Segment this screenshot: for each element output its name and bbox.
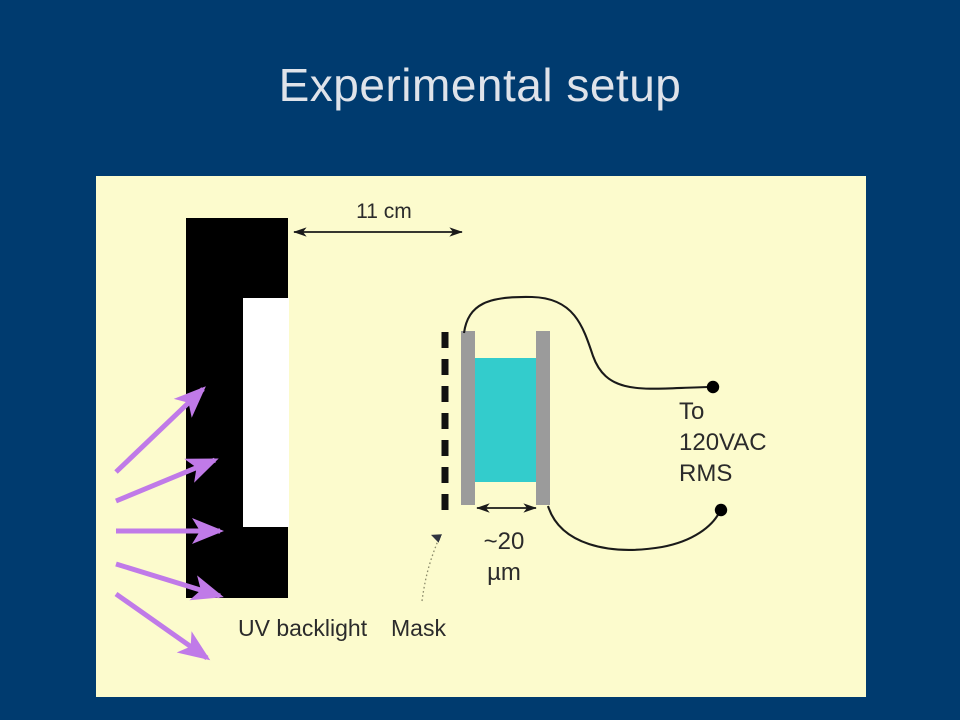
power-wires-group	[462, 295, 728, 551]
mask-leader-group	[421, 534, 442, 602]
power-supply-label-group: To 120VAC RMS	[679, 398, 767, 487]
page-title: Experimental setup	[278, 59, 682, 111]
uv-beam-arrow	[114, 386, 206, 474]
cell-gap-dimension-group: ~20 µm	[476, 503, 537, 586]
supply-label-line-2: 120VAC	[679, 429, 767, 456]
uv-beam-arrows	[114, 386, 225, 661]
liquid-crystal-cell-group	[461, 331, 550, 505]
uv-backlight-label: UV backlight	[238, 615, 368, 641]
uv-beam-arrow	[115, 457, 219, 504]
supply-label-line-1: To	[679, 398, 704, 425]
uv-backlight-slit	[243, 298, 289, 527]
experimental-setup-diagram: 11 cm	[114, 200, 767, 661]
supply-label-line-3: RMS	[679, 460, 732, 487]
cell-gap-unit: µm	[487, 559, 521, 586]
uv-backlight-group	[186, 218, 289, 598]
uv-beam-arrow	[114, 591, 211, 661]
mask-label: Mask	[391, 615, 446, 641]
wire-bottom	[546, 505, 720, 551]
uv-beam-arrow	[115, 561, 224, 601]
distance-label: 11 cm	[356, 200, 412, 223]
cell-electrode-right	[536, 331, 550, 505]
terminal-dot-bottom	[714, 503, 728, 517]
cell-electrode-left	[461, 331, 475, 505]
mask-leader-line	[421, 534, 442, 602]
diagram-panel: 11 cm	[96, 176, 866, 697]
bottom-labels-group: UV backlight Mask	[238, 615, 446, 641]
wire-top	[462, 295, 711, 390]
cell-gap-value: ~20	[484, 528, 525, 555]
liquid-crystal-layer	[475, 358, 536, 482]
distance-dimension-group: 11 cm	[293, 200, 463, 237]
terminal-dot-top	[706, 380, 720, 394]
